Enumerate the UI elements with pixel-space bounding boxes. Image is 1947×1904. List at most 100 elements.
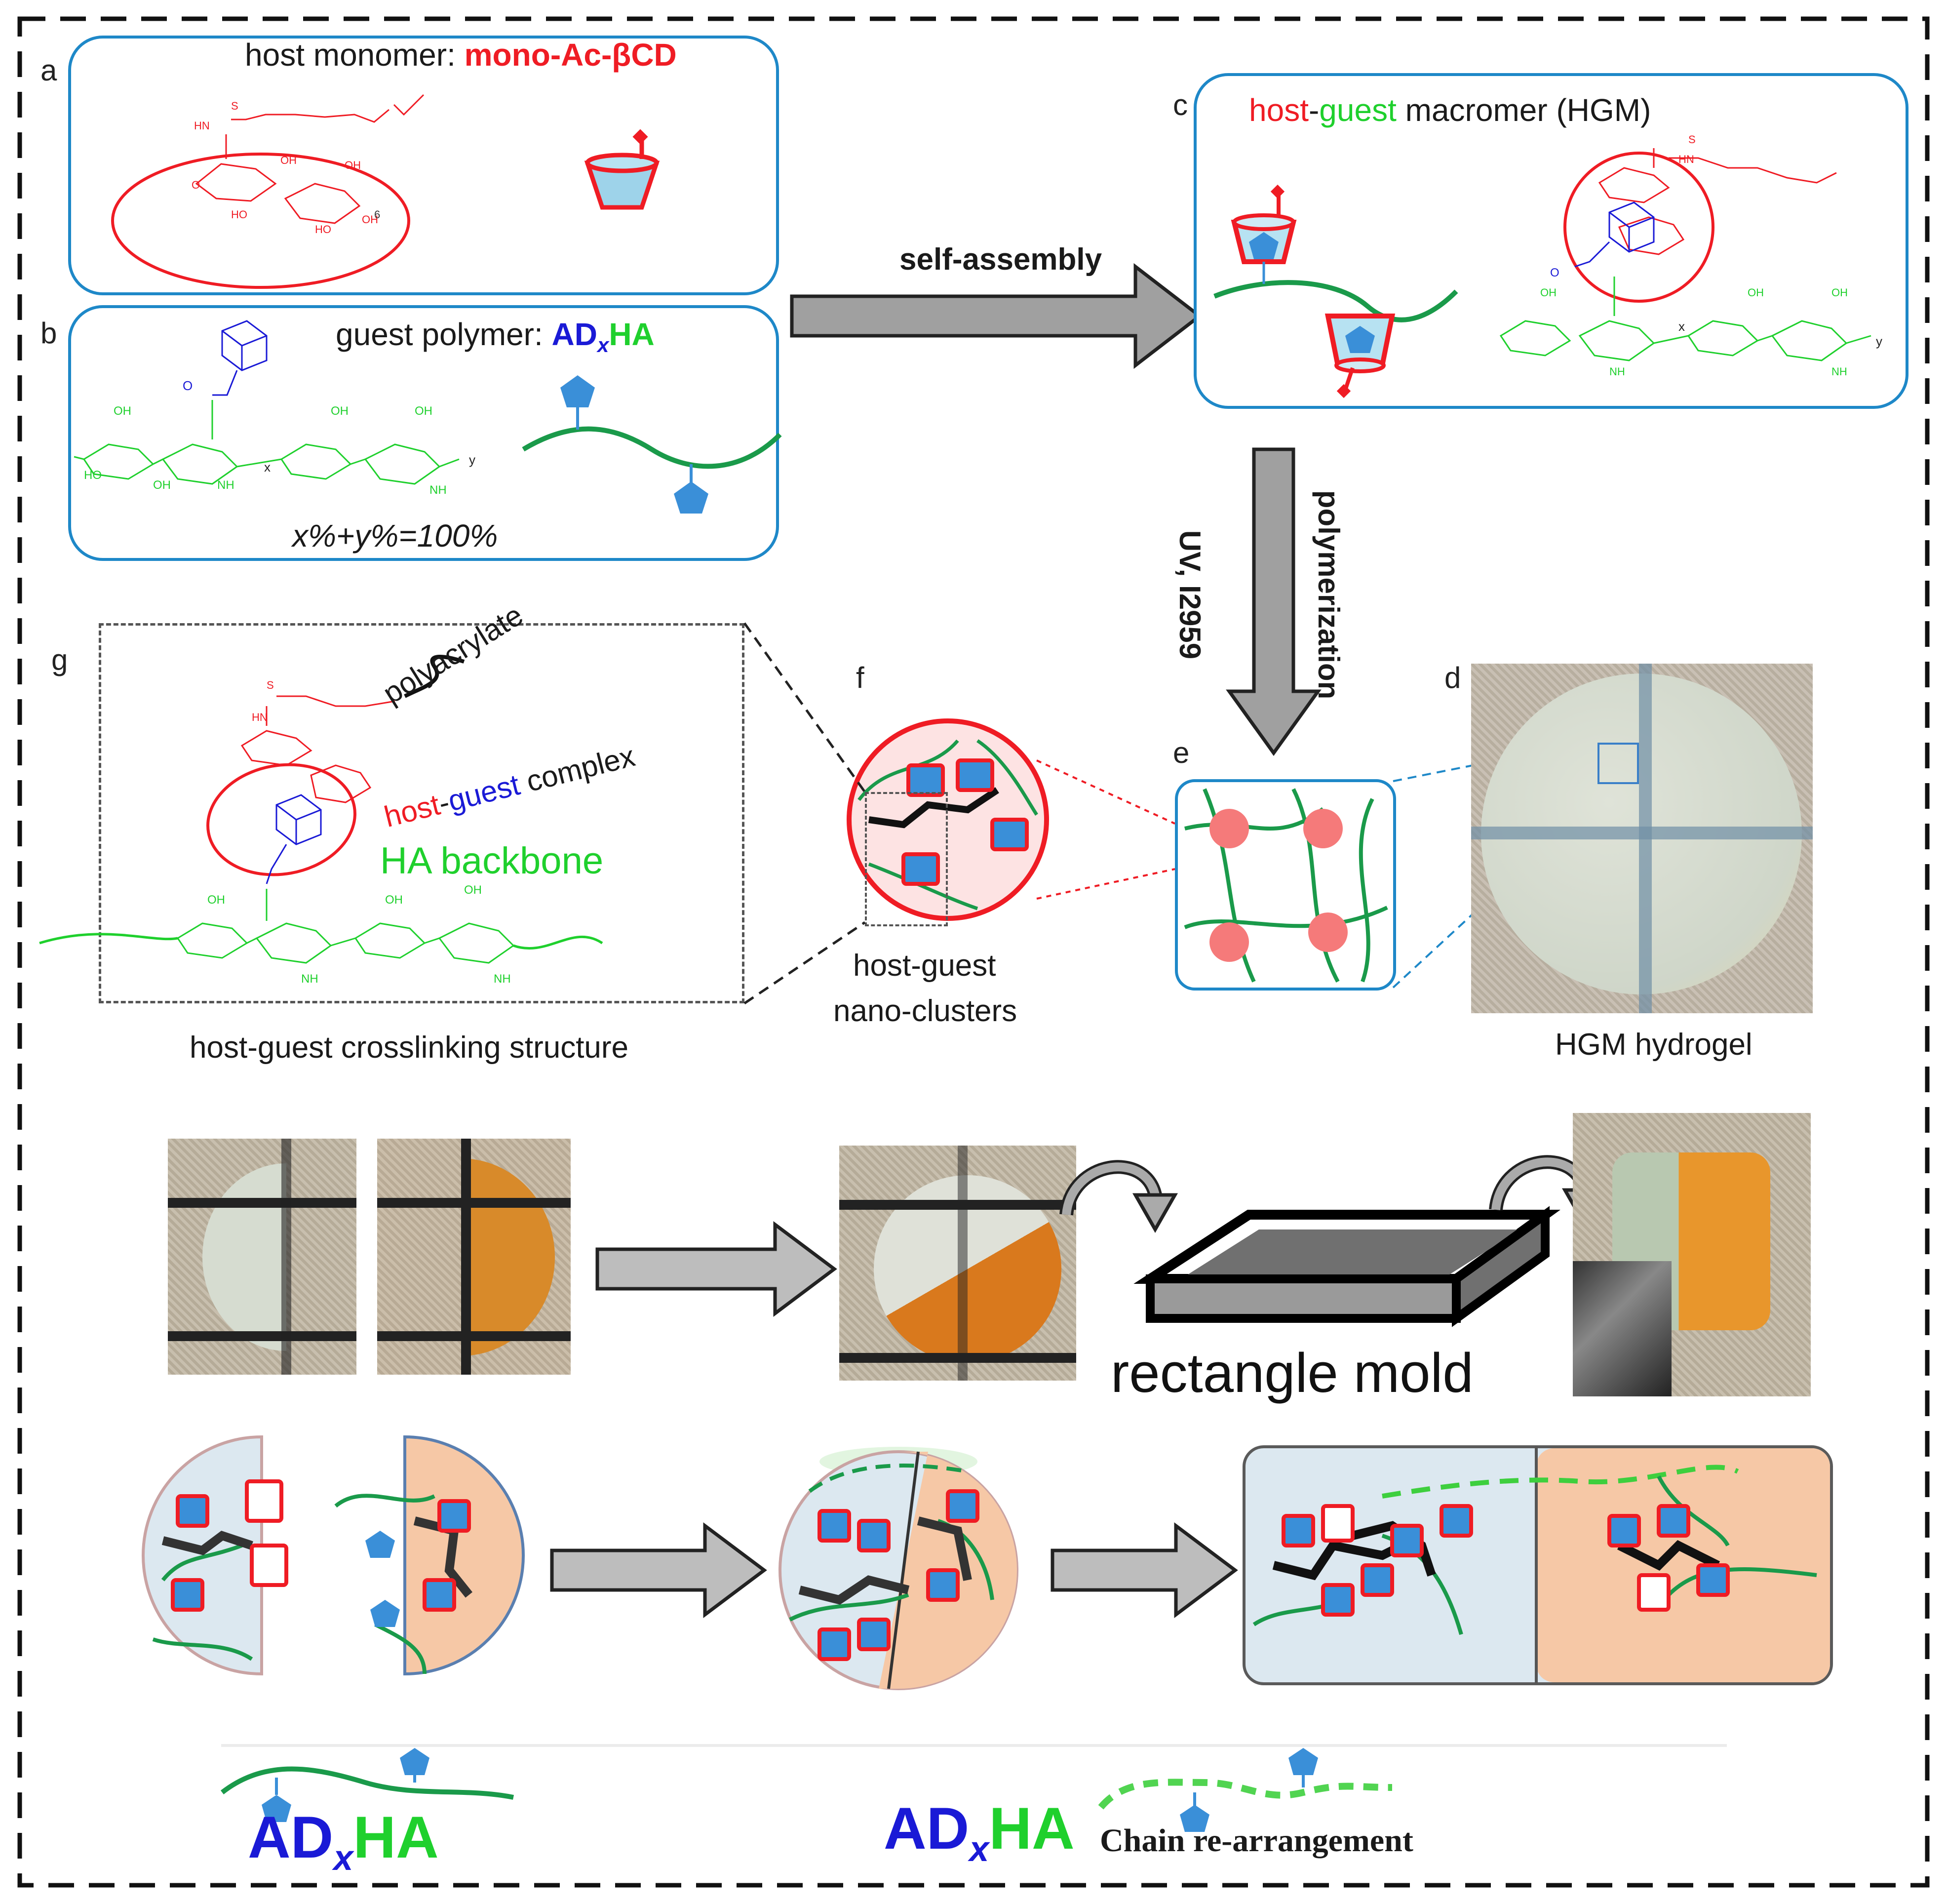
nano-cluster-icon: [847, 718, 1049, 921]
chem-ho-a1: HO: [231, 208, 247, 221]
chem-x-c: x: [1678, 319, 1685, 334]
photo-joined-disc: [839, 1146, 1076, 1381]
polymerization-arrow: [1226, 447, 1322, 756]
legend-ad: AD: [248, 1804, 334, 1870]
panel-c-title: host-guest macromer (HGM): [1249, 92, 1651, 128]
photo-half-orange: [377, 1139, 571, 1375]
chem-oh-c1: OH: [1540, 286, 1557, 299]
chem-oh-g2: OH: [385, 893, 403, 907]
panel-g-letter: g: [51, 643, 68, 676]
legend2-x: x: [969, 1829, 989, 1869]
chem-o-a1: O: [192, 179, 200, 191]
panel-c-title-dash: -: [1308, 92, 1320, 128]
ha-backbone-label: HA backbone: [380, 840, 604, 882]
crosslink-structure: OH OH OH NH NH HN S: [39, 655, 603, 986]
network-icon: [1184, 788, 1388, 983]
panel-c-title-host: host: [1249, 92, 1309, 128]
panel-b-title-ad: AD: [551, 317, 597, 352]
arrow-schematic-1: [550, 1522, 767, 1618]
panel-b-title: guest polymer: ADxHA: [336, 316, 655, 357]
panel-b-title-prefix: guest polymer:: [336, 317, 552, 352]
chem-s-g: S: [267, 679, 274, 691]
panel-d-caption: HGM hydrogel: [1555, 1028, 1752, 1062]
chem-oh-b1: OH: [114, 404, 131, 418]
panel-f-zoom-box: [865, 792, 948, 926]
panel-a-title-highlight: mono-Ac-βCD: [464, 37, 677, 73]
panel-c-title-rest: macromer (HGM): [1396, 92, 1651, 128]
chem-oh-b2: OH: [331, 404, 349, 418]
joined-disc-schematic: [779, 1447, 1018, 1690]
panel-g-box: [99, 623, 744, 1003]
guest-polymer-icon: [522, 375, 782, 514]
chem-oh-a1: OH: [280, 154, 297, 166]
photo-rectangle-gel: [1573, 1113, 1811, 1396]
rectangle-mold-icon: [1133, 1206, 1560, 1327]
host-cup-icon: [584, 129, 660, 210]
panel-b-letter: b: [40, 317, 57, 350]
chem-ho-a2: HO: [315, 223, 331, 236]
panel-f-letter: f: [856, 661, 864, 694]
chem-oh-a3: OH: [362, 213, 378, 226]
rectangle-gel-schematic: [1243, 1445, 1833, 1685]
chem-nh-b2: NH: [429, 483, 447, 497]
panel-b-title-x: x: [597, 333, 609, 357]
hgm-hydrogel-photo: [1471, 664, 1813, 1013]
legend2-ha: HA: [989, 1795, 1075, 1862]
chem-oh-c3: OH: [1831, 286, 1848, 299]
panel-f-caption-1: host-guest: [853, 949, 996, 983]
panel-b-title-ha: HA: [609, 317, 655, 352]
photo-half-blue: [168, 1139, 356, 1375]
self-assembly-label: self-assembly: [899, 242, 1102, 277]
chem-y-c: y: [1876, 334, 1882, 349]
half-disc-right: [334, 1435, 525, 1676]
chem-oh-g1: OH: [207, 893, 225, 907]
panel-f-caption-2: nano-clusters: [833, 994, 1017, 1028]
panel-a-letter: a: [40, 54, 57, 87]
chem-nh-g2: NH: [494, 972, 511, 986]
arrow-schematic-2: [1051, 1522, 1238, 1618]
chem-6-a: 6: [374, 208, 380, 221]
panel-b-equation: x%+y%=100%: [292, 518, 498, 554]
chain-rearrangement-label: Chain re-arrangement: [1100, 1823, 1413, 1859]
panel-g-caption: host-guest crosslinking structure: [190, 1031, 629, 1065]
adxha-structure: O OH OH OH HO OH NH NH x y: [74, 320, 475, 497]
chem-nh-c1: NH: [1609, 365, 1625, 378]
chem-nh-g1: NH: [301, 972, 318, 986]
chem-s-a: S: [231, 100, 238, 112]
panel-a-box: [68, 36, 779, 295]
panel-a-title-prefix: host monomer:: [245, 37, 465, 73]
chem-oh-a2: OH: [345, 159, 361, 171]
chem-nh-b1: NH: [217, 478, 234, 492]
panel-e-box: [1175, 779, 1396, 991]
chem-y-b: y: [469, 452, 475, 467]
rectangle-mold-label: rectangle mold: [1111, 1342, 1474, 1404]
chem-oh-c2: OH: [1748, 286, 1764, 299]
self-assembly-arrow: [790, 263, 1203, 369]
legend-chain-rearrangement-icon: [1098, 1748, 1393, 1832]
legend-adxha-label: ADxHA: [248, 1803, 439, 1878]
chem-hn-g: HN: [252, 711, 268, 723]
chem-o-c1: O: [1550, 266, 1559, 279]
panel-d-letter: d: [1444, 661, 1461, 694]
chem-nh-c2: NH: [1831, 365, 1847, 378]
legend-divider: [221, 1744, 1727, 1747]
half-disc-left: [142, 1435, 288, 1676]
mono-ac-bcd-structure: HN S O OH OH HO HO OH 6: [111, 94, 425, 289]
legend-ha: HA: [353, 1804, 439, 1870]
chem-ho-b1: HO: [84, 469, 102, 482]
arrow-halves-to-disc: [595, 1221, 837, 1317]
panel-a-title: host monomer: mono-Ac-βCD: [245, 37, 677, 73]
legend-x: x: [333, 1838, 353, 1878]
chem-s-c: S: [1688, 133, 1696, 146]
chem-oh-b4: OH: [153, 478, 171, 492]
legend2-ad: AD: [884, 1795, 970, 1862]
chem-hn-c: HN: [1678, 153, 1694, 165]
legend2-adxha-label: ADxHA: [884, 1794, 1075, 1869]
chem-oh-b3: OH: [415, 404, 432, 418]
chem-o-b1: O: [183, 378, 193, 393]
panel-b-box: [68, 305, 779, 561]
hgm-structure: O x y OH OH OH NH NH HN S: [1499, 133, 1882, 378]
chem-hn-a: HN: [194, 119, 210, 132]
panel-e-letter: e: [1173, 736, 1190, 769]
